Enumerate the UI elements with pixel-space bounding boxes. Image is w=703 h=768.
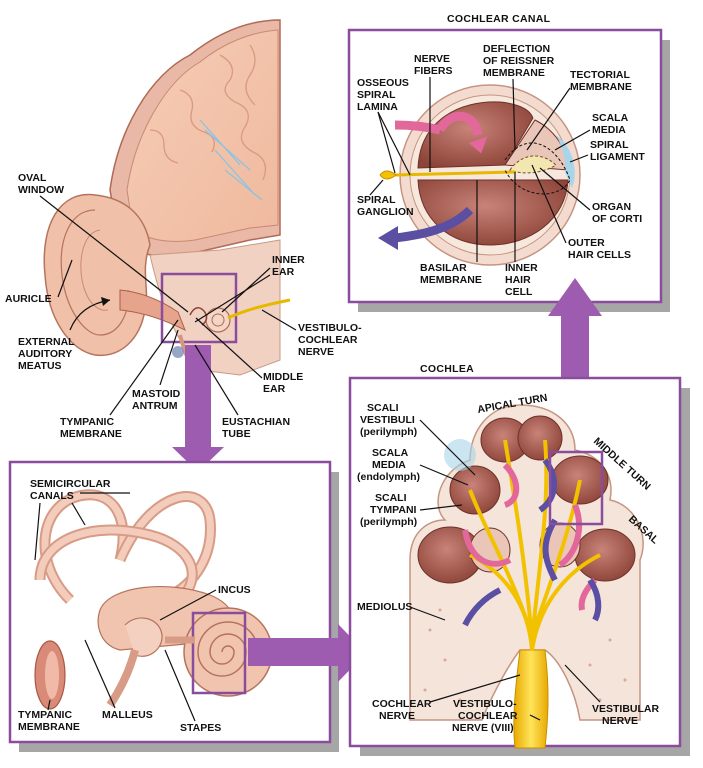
svg-text:GANGLION: GANGLION	[357, 206, 414, 218]
svg-text:VESTIBULI: VESTIBULI	[360, 414, 415, 426]
flow-arrow-down	[172, 345, 224, 472]
svg-text:NERVE: NERVE	[379, 710, 415, 722]
label-mastoid-antrum: MASTOID	[132, 388, 181, 400]
label-mediolus: MEDIOLUS	[357, 601, 412, 613]
label-scali-vestibuli: SCALI	[367, 402, 399, 414]
label-scala-media-cochlea: SCALA	[372, 447, 409, 459]
svg-text:NERVE: NERVE	[298, 346, 334, 358]
svg-text:SPIRAL: SPIRAL	[357, 89, 396, 101]
label-middle-ear: MIDDLE	[263, 371, 303, 383]
cochlea-panel: COCHLEA APICA	[348, 363, 690, 756]
svg-text:(endolymph): (endolymph)	[357, 471, 420, 483]
head-labels: OVAL WINDOW AURICLE EXTERNAL AUDITORY ME…	[5, 172, 362, 440]
svg-text:WINDOW: WINDOW	[18, 184, 64, 196]
svg-text:OVAL: OVAL	[18, 172, 47, 184]
label-tectorial-membrane: TECTORIAL	[570, 69, 630, 81]
label-vestibulocochlear-nerve-top: VESTIBULO-	[298, 322, 362, 334]
cochlea-title: COCHLEA	[420, 363, 474, 375]
label-auricle: AURICLE	[5, 293, 52, 305]
label-cochlear-nerve: COCHLEAR	[372, 698, 432, 710]
svg-text:EAR: EAR	[272, 266, 295, 278]
svg-text:HAIR CELLS: HAIR CELLS	[568, 249, 631, 261]
label-oval-window: OVAL	[18, 172, 47, 184]
label-scali-tympani: SCALI	[375, 492, 407, 504]
label-nerve-fibers: NERVE	[414, 53, 450, 65]
svg-text:CELL: CELL	[505, 286, 533, 298]
svg-text:OF CORTI: OF CORTI	[592, 213, 642, 225]
label-eustachian-tube: EUSTACHIAN	[222, 416, 290, 428]
svg-text:AUDITORY: AUDITORY	[18, 348, 72, 360]
label-scala-media-canal: SCALA	[592, 112, 629, 124]
label-stapes: STAPES	[180, 722, 221, 734]
label-malleus: MALLEUS	[102, 709, 153, 721]
label-osseous-spiral-lamina: OSSEOUS	[357, 77, 409, 89]
svg-text:COCHLEAR: COCHLEAR	[298, 334, 358, 346]
label-spiral-ligament: SPIRAL	[590, 139, 629, 151]
label-tympanic-membrane-top: TYMPANIC	[60, 416, 114, 428]
svg-text:TUBE: TUBE	[222, 428, 251, 440]
label-inner-ear: INNER	[272, 254, 305, 266]
label-deflection: DEFLECTION	[483, 43, 550, 55]
svg-text:MEDIA: MEDIA	[592, 124, 626, 136]
label-vestibular-nerve: VESTIBULAR	[592, 703, 660, 715]
label-basilar-membrane: BASILAR	[420, 262, 467, 274]
cochlear-canal-panel: COCHLEAR CANAL NERVE FIBERS DEFLECTION O…	[347, 13, 670, 312]
inner-ear-panel: SEMICIRCULAR CANALS INCUS TYMPANIC MEMBR…	[8, 460, 339, 752]
svg-text:FIBERS: FIBERS	[414, 65, 453, 77]
label-vestibulocochlear-nerve-bottom: VESTIBULO-	[453, 698, 517, 710]
svg-text:MEMBRANE: MEMBRANE	[18, 721, 80, 733]
svg-text:MEMBRANE: MEMBRANE	[570, 81, 632, 93]
svg-text:ANTRUM: ANTRUM	[132, 400, 178, 412]
svg-text:NERVE (VIII): NERVE (VIII)	[452, 722, 514, 734]
svg-text:MEATUS: MEATUS	[18, 360, 62, 372]
label-external-auditory-meatus: EXTERNAL	[18, 336, 75, 348]
svg-text:MEDIA: MEDIA	[372, 459, 406, 471]
label-tympanic-membrane-bottom: TYMPANIC	[18, 709, 72, 721]
label-outer-hair-cells: OUTER	[568, 237, 605, 249]
svg-text:HAIR: HAIR	[505, 274, 531, 286]
svg-text:OF REISSNER: OF REISSNER	[483, 55, 555, 67]
label-inner-hair-cell: INNER	[505, 262, 538, 274]
label-incus: INCUS	[218, 584, 251, 596]
svg-text:LAMINA: LAMINA	[357, 101, 398, 113]
svg-text:MEMBRANE: MEMBRANE	[483, 67, 545, 79]
svg-text:MEMBRANE: MEMBRANE	[420, 274, 482, 286]
svg-text:MEMBRANE: MEMBRANE	[60, 428, 122, 440]
svg-text:TYMPANI: TYMPANI	[370, 504, 417, 516]
svg-text:EAR: EAR	[263, 383, 286, 395]
svg-text:LIGAMENT: LIGAMENT	[590, 151, 645, 163]
label-organ-of-corti: ORGAN	[592, 201, 631, 213]
svg-text:(perilymph): (perilymph)	[360, 426, 417, 438]
svg-text:COCHLEAR: COCHLEAR	[458, 710, 518, 722]
svg-text:NERVE: NERVE	[602, 715, 638, 727]
label-semicircular-canals: SEMICIRCULAR	[30, 478, 111, 490]
cochlear-canal-title: COCHLEAR CANAL	[447, 13, 551, 25]
head-cross-section	[43, 19, 291, 392]
svg-text:CANALS: CANALS	[30, 490, 74, 502]
label-spiral-ganglion: SPIRAL	[357, 194, 396, 206]
svg-text:(perilymph): (perilymph)	[360, 516, 417, 528]
